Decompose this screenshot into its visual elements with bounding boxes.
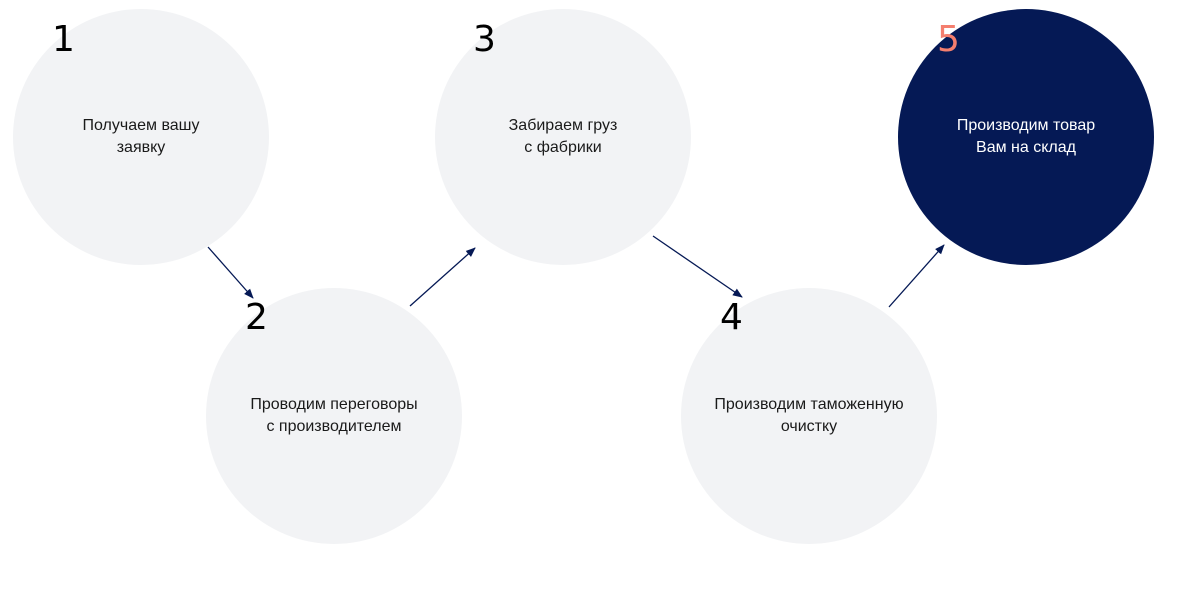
arrow-2-to-3 <box>409 247 476 307</box>
step-3-number: 3 <box>473 19 496 60</box>
step-5-number: 5 <box>937 19 960 60</box>
step-4-number: 4 <box>720 297 743 338</box>
step-1-number: 1 <box>52 19 75 60</box>
step-2-number: 2 <box>245 297 268 338</box>
arrow-3-to-4 <box>652 235 743 298</box>
arrow-1-to-2 <box>207 246 254 299</box>
arrow-4-to-5 <box>888 244 945 308</box>
